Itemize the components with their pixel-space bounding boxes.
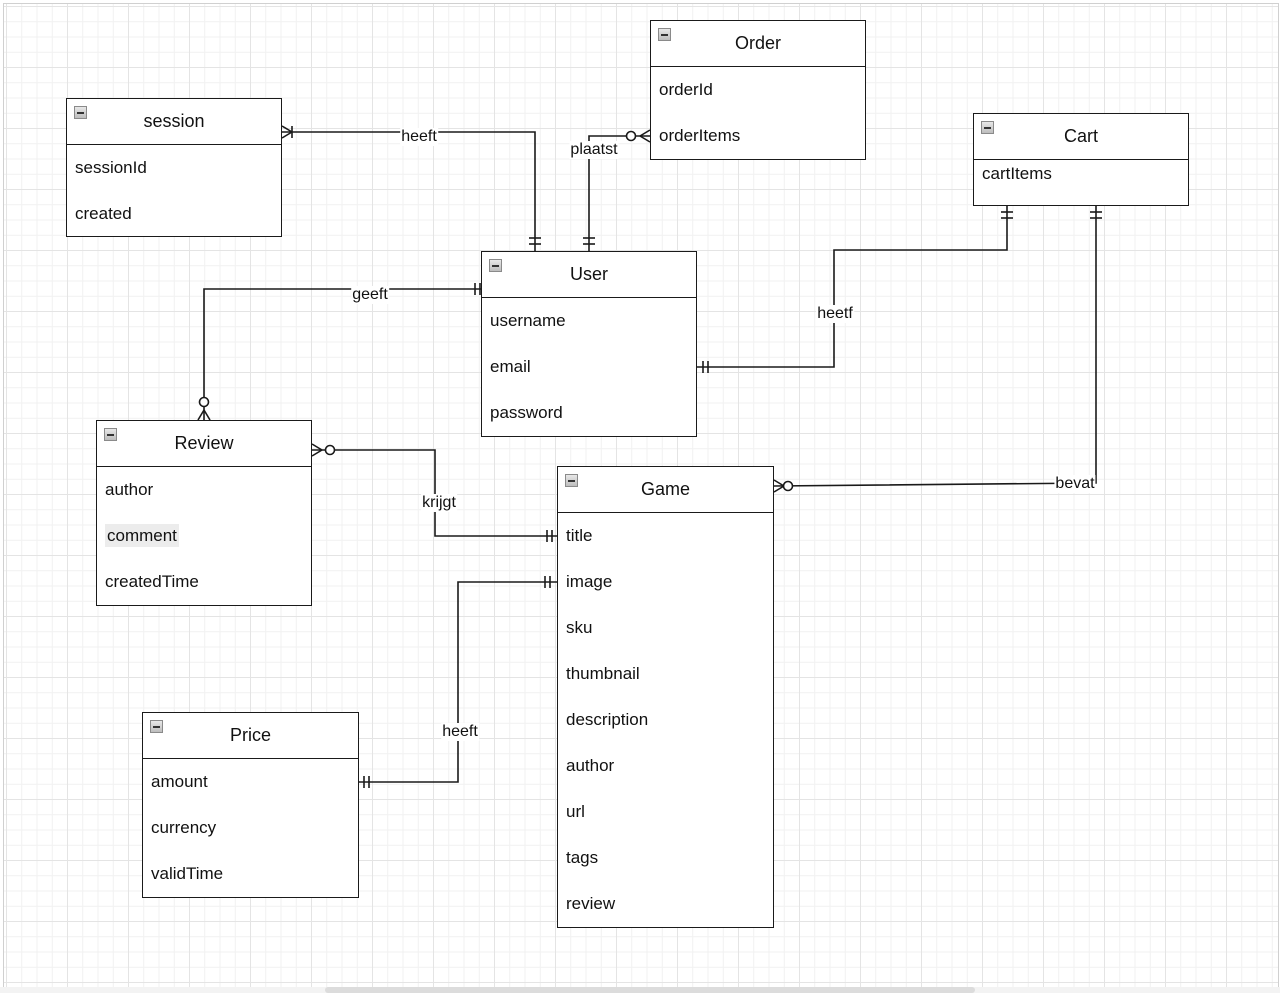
relationship-session-user[interactable] xyxy=(282,131,536,251)
minus-square-icon[interactable] xyxy=(565,474,578,487)
relationship-user-cart[interactable] xyxy=(697,206,1008,368)
attribute-url[interactable]: url xyxy=(566,802,585,821)
entity-header[interactable]: Review xyxy=(97,421,311,467)
relationship-cart-game[interactable] xyxy=(773,206,1097,487)
entity-header[interactable]: Cart xyxy=(974,114,1188,160)
edge-label-session-user[interactable]: heeft xyxy=(400,128,438,146)
entity-title: Cart xyxy=(1063,126,1098,146)
attribute-image[interactable]: image xyxy=(566,572,613,591)
entity-title: Price xyxy=(229,725,271,745)
entity-user[interactable]: User username email password xyxy=(481,251,697,437)
entity-header[interactable]: Game xyxy=(558,467,773,513)
attribute-cartItems[interactable]: cartItems xyxy=(982,164,1052,183)
entity-session[interactable]: session sessionId created xyxy=(66,98,282,237)
minus-square-icon[interactable] xyxy=(489,259,502,272)
entity-title: User xyxy=(569,264,608,284)
entity-header[interactable]: Price xyxy=(143,713,358,759)
relationship-game-review[interactable] xyxy=(312,449,557,537)
entity-cart[interactable]: Cart cartItems xyxy=(973,113,1189,206)
entity-review[interactable]: Review author comment createdTime xyxy=(96,420,312,606)
attribute-validTime[interactable]: validTime xyxy=(151,864,224,883)
edge-label-user-review[interactable]: geeft xyxy=(351,286,389,304)
minus-square-icon[interactable] xyxy=(74,106,87,119)
edge-label-cart-game[interactable]: bevat xyxy=(1054,475,1096,493)
attribute-created[interactable]: created xyxy=(75,204,132,223)
attribute-orderId[interactable]: orderId xyxy=(659,80,713,99)
entity-header[interactable]: Order xyxy=(651,21,865,67)
entity-title: Review xyxy=(174,433,234,453)
attribute-currency[interactable]: currency xyxy=(151,818,217,837)
attribute-review[interactable]: review xyxy=(566,894,616,913)
minus-square-icon[interactable] xyxy=(981,121,994,134)
entity-title: Game xyxy=(640,479,691,499)
attribute-description[interactable]: description xyxy=(566,710,649,729)
attribute-sessionId[interactable]: sessionId xyxy=(75,158,147,177)
edge-label-user-order[interactable]: plaatst xyxy=(569,141,619,159)
attribute-thumbnail[interactable]: thumbnail xyxy=(566,664,640,683)
attribute-email[interactable]: email xyxy=(490,357,531,376)
entity-title: Order xyxy=(734,33,781,53)
entity-header[interactable]: session xyxy=(67,99,281,145)
entity-price[interactable]: Price amount currency validTime xyxy=(142,712,359,898)
entity-header[interactable]: User xyxy=(482,252,696,298)
relationship-user-review[interactable] xyxy=(203,288,481,420)
attribute-title[interactable]: title xyxy=(566,526,593,545)
attribute-amount[interactable]: amount xyxy=(151,772,208,791)
cardinality-markers xyxy=(197,125,1102,788)
entity-title: session xyxy=(143,111,205,131)
entity-game[interactable]: Game title image sku thumbnail descripti… xyxy=(557,466,774,928)
minus-square-icon[interactable] xyxy=(658,28,671,41)
attribute-tags[interactable]: tags xyxy=(566,848,599,867)
attribute-orderItems[interactable]: orderItems xyxy=(659,126,741,145)
edge-label-price-game[interactable]: heeft xyxy=(441,723,479,741)
minus-square-icon[interactable] xyxy=(104,428,117,441)
attribute-sku[interactable]: sku xyxy=(566,618,593,637)
attribute-author[interactable]: author xyxy=(105,480,154,499)
edge-label-game-review[interactable]: krijgt xyxy=(421,494,457,512)
attribute-createdTime[interactable]: createdTime xyxy=(105,572,199,591)
minus-square-icon[interactable] xyxy=(150,720,163,733)
attribute-comment[interactable]: comment xyxy=(97,513,311,559)
attribute-comment-text: comment xyxy=(105,524,179,547)
edge-label-user-cart[interactable]: heetf xyxy=(816,305,854,323)
entity-order[interactable]: Order orderId orderItems xyxy=(650,20,866,160)
relationship-price-game[interactable] xyxy=(359,581,557,783)
attribute-author[interactable]: author xyxy=(566,756,615,775)
attribute-password[interactable]: password xyxy=(490,403,563,422)
attribute-username[interactable]: username xyxy=(490,311,566,330)
scrollbar-thumb[interactable] xyxy=(325,987,975,993)
